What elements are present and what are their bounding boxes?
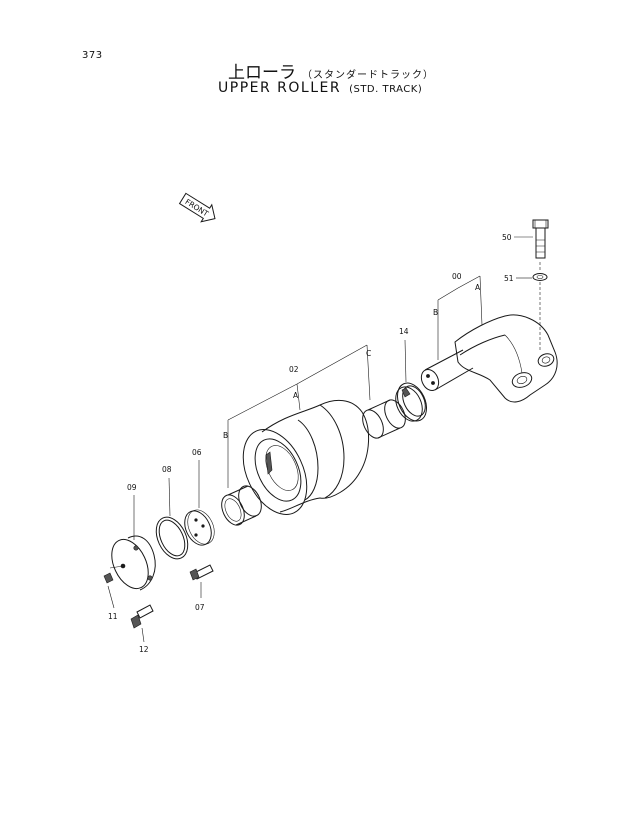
- o-ring-08: [155, 516, 189, 560]
- bushing-c: [362, 399, 406, 439]
- cover-09: [109, 535, 156, 591]
- callout-labels: 50 51 00 A B 14 02 C A B 06 08 09 07 11 …: [108, 233, 514, 654]
- roller-body-02a: [242, 399, 370, 515]
- screw-12: [130, 604, 154, 629]
- callout-00-b: B: [433, 308, 438, 317]
- page-number: 373: [82, 50, 103, 61]
- title-english: UPPER ROLLER (STD. TRACK): [218, 80, 422, 96]
- callout-11: 11: [108, 612, 118, 621]
- washer-51: [532, 273, 548, 281]
- callout-07: 07: [195, 603, 205, 612]
- seal-14: [395, 382, 428, 422]
- bushing-02b: [221, 485, 262, 526]
- thrust-plate-06: [184, 509, 215, 546]
- title-english-main: UPPER ROLLER: [218, 80, 342, 96]
- front-arrow: FRONT: [178, 192, 216, 223]
- callout-51: 51: [504, 274, 514, 283]
- callout-12: 12: [139, 645, 149, 654]
- callout-02: 02: [289, 365, 299, 374]
- bolt-50: [532, 219, 549, 259]
- callout-02-c: C: [366, 349, 371, 358]
- callout-02-a: A: [293, 391, 299, 400]
- title-japanese-sub: （スタンダードトラック）: [302, 70, 434, 81]
- callout-14: 14: [399, 327, 409, 336]
- callout-09: 09: [127, 483, 137, 492]
- screw-07: [189, 564, 214, 581]
- title-japanese-main: 上ローラ: [228, 63, 296, 83]
- callout-06: 06: [192, 448, 202, 457]
- callout-08: 08: [162, 465, 172, 474]
- callout-00: 00: [452, 272, 462, 281]
- title-japanese: 上ローラ （スタンダードトラック）: [228, 58, 434, 83]
- callout-lines: [107, 236, 533, 643]
- shaft-bracket-assembly-00: [420, 314, 558, 403]
- title-english-sub: (STD. TRACK): [349, 84, 423, 95]
- callout-00-a: A: [475, 283, 481, 292]
- callout-02-b: B: [223, 431, 228, 440]
- callout-50: 50: [502, 233, 512, 242]
- plug-11: [103, 572, 114, 584]
